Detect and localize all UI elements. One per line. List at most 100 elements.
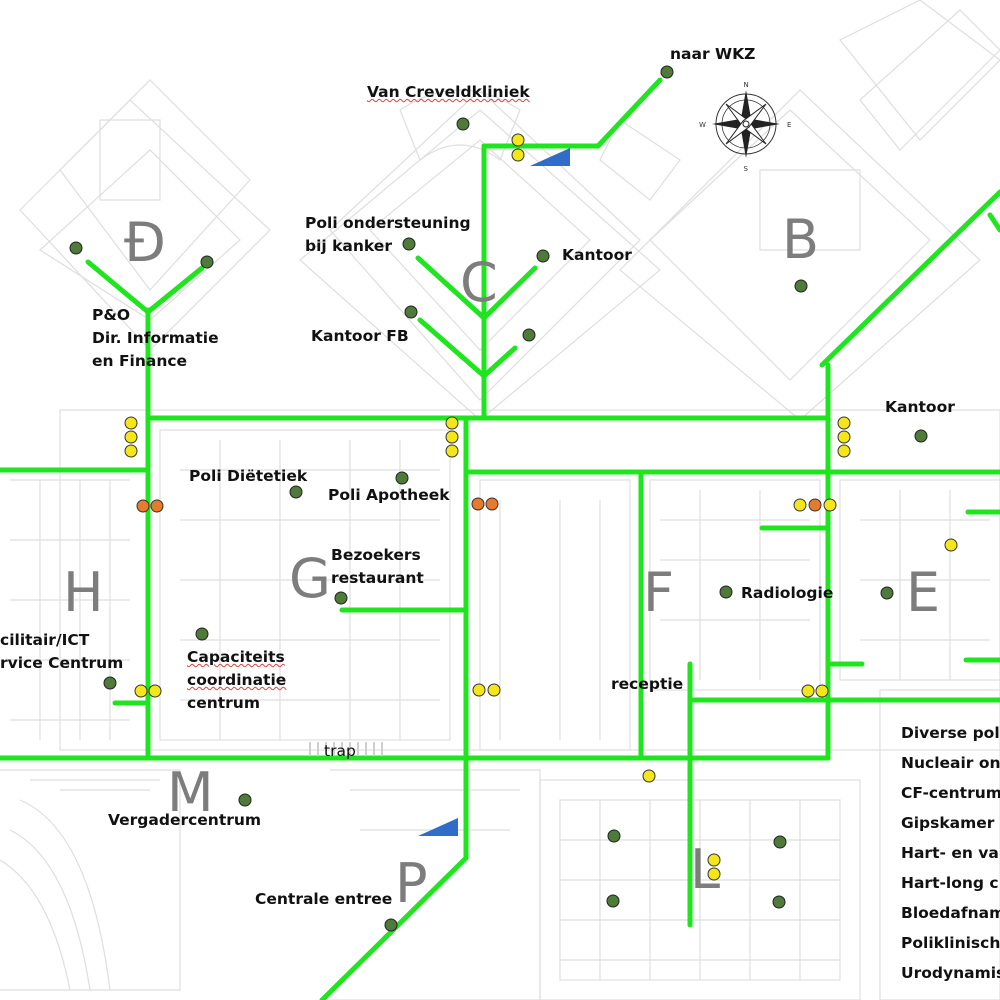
elevator-dot: [707, 867, 721, 881]
stair-dot: [136, 499, 150, 513]
wing-outline-d: [19, 79, 271, 351]
elevators: [124, 133, 958, 881]
elevator-dot: [445, 430, 459, 444]
label-po-line-3: en Finance: [92, 352, 188, 370]
location-dot: [289, 485, 303, 499]
elevator-dot: [801, 684, 815, 698]
location-dot: [773, 835, 787, 849]
label-bezoekers-restaurant: Bezoekers restaurant: [331, 544, 424, 590]
route-c-branch-1: [415, 255, 538, 321]
label-trap: trap: [324, 742, 356, 760]
east-outline: [879, 689, 1000, 1000]
compass-w: W: [699, 121, 706, 129]
triangle-ramp-icon: [418, 818, 458, 836]
route-to-wkz: [481, 77, 663, 149]
label-po-line-1: P&O: [92, 306, 131, 324]
label-facilitair-line-2: rvice Centrum: [0, 654, 124, 672]
elevator-dot: [511, 148, 525, 162]
east-list-item: Nucleair on: [901, 754, 1000, 772]
stair-dot: [471, 497, 485, 511]
location-dot: [794, 279, 808, 293]
central-block-outline: [10, 409, 1000, 751]
label-capaciteits-line-3: centrum: [187, 694, 260, 712]
elevator-dot: [815, 684, 829, 698]
location-dot: [914, 429, 928, 443]
top-buildings-outline: [99, 89, 861, 251]
wing-letter-g: G: [289, 547, 331, 610]
location-dot: [238, 793, 252, 807]
location-dot: [103, 676, 117, 690]
location-dot: [607, 829, 621, 843]
label-kantoor-b: Kantoor: [885, 398, 955, 416]
route-d-branch-right: [145, 265, 205, 315]
east-department-list: Diverse poli Nucleair on CF-centrum Gips…: [901, 718, 1000, 988]
location-dot: [606, 894, 620, 908]
wing-letter-p: P: [395, 852, 428, 915]
elevator-dot: [445, 416, 459, 430]
route-b-diagonal-2: [987, 212, 1000, 233]
location-markers: [69, 65, 928, 932]
location-dot: [195, 627, 209, 641]
location-dot: [384, 918, 398, 932]
east-list-item: Hart- en va: [901, 844, 999, 862]
label-poli-ondersteuning-line-2: bij kanker: [305, 237, 392, 255]
location-dot: [522, 328, 536, 342]
m-wing-outline: [0, 769, 181, 991]
label-capaciteits-line-1: Capaciteits: [187, 648, 285, 666]
east-list-item: Diverse poli: [901, 724, 1000, 742]
route-d-branch-left: [85, 259, 151, 315]
compass-n: N: [744, 81, 749, 89]
location-dot: [719, 585, 733, 599]
stairs: [136, 497, 822, 513]
label-radiologie: Radiologie: [741, 584, 834, 602]
location-dot: [536, 249, 550, 263]
label-bezoekers-line-1: Bezoekers: [331, 546, 421, 564]
elevator-dot: [134, 684, 148, 698]
elevator-dot: [472, 683, 486, 697]
wing-letter-d: Ɖ: [124, 211, 166, 274]
elevator-dot: [837, 444, 851, 458]
east-list-item: Poliklinisch: [901, 934, 1000, 952]
triangle-ramp-icon: [530, 148, 570, 166]
label-po-dir-informatie: P&O Dir. Informatie en Finance: [92, 304, 219, 373]
elevator-dot: [823, 498, 837, 512]
wing-outline-b: [619, 89, 981, 421]
stair-dot: [485, 497, 499, 511]
label-kantoor-fb: Kantoor FB: [311, 327, 409, 345]
walking-routes: [0, 77, 1000, 1000]
label-poli-ondersteuning-line-1: Poli ondersteuning: [305, 214, 471, 232]
label-capaciteits-line-2: coordinatie: [187, 671, 287, 689]
location-dot: [395, 471, 409, 485]
location-dot: [200, 255, 214, 269]
location-dot: [772, 895, 786, 909]
stair-dot: [150, 499, 164, 513]
east-list-item: Urodynamis: [901, 964, 1000, 982]
wing-letter-b: B: [782, 208, 820, 271]
route-b-diagonal: [819, 189, 1000, 368]
label-receptie: receptie: [611, 675, 684, 693]
elevator-dot: [837, 416, 851, 430]
location-dot: [880, 586, 894, 600]
wing-letter-h: H: [63, 561, 104, 624]
location-dot: [69, 241, 83, 255]
wing-letter-f: F: [643, 561, 675, 624]
compass-s: S: [744, 165, 749, 173]
elevator-dot: [124, 444, 138, 458]
route-c-branch-2: [417, 317, 518, 379]
label-capaciteits-coordinatie: Capaciteits coordinatie centrum: [187, 646, 286, 715]
elevator-dot: [511, 133, 525, 147]
compass-e: E: [787, 121, 791, 129]
p-entrance-outline: [330, 769, 541, 1000]
ramps: [418, 148, 570, 836]
label-kantoor-c: Kantoor: [562, 246, 632, 264]
east-list-item: Bloedafnam: [901, 904, 1000, 922]
label-poli-ondersteuning: Poli ondersteuning bij kanker: [305, 212, 471, 258]
wing-letter-c: C: [460, 251, 498, 314]
elevator-dot: [642, 769, 656, 783]
label-po-line-2: Dir. Informatie: [92, 329, 219, 347]
label-naar-wkz: naar WKZ: [670, 45, 756, 63]
label-poli-dietetiek: Poli Diëtetiek: [189, 467, 308, 485]
east-list-text: Diverse poli Nucleair on CF-centrum Gips…: [901, 718, 1000, 988]
